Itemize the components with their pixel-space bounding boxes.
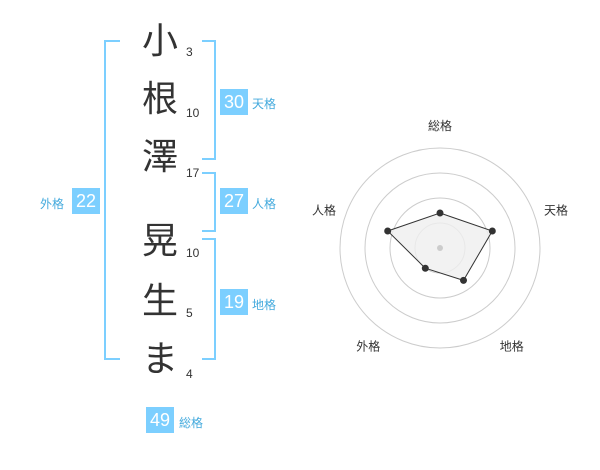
gaikaku-value: 22 — [72, 188, 100, 214]
radar-axis-label-5: 人格 — [312, 202, 336, 217]
soukaku-label: 総格 — [179, 416, 204, 430]
jinkaku-bracket — [202, 172, 216, 232]
chikaku-bracket — [202, 238, 216, 360]
gaikaku-bracket — [104, 40, 120, 360]
radar-ring-3 — [364, 172, 516, 324]
radar-ring-2 — [389, 197, 491, 299]
stroke-count-4: 10 — [186, 246, 200, 260]
radar-point-1 — [436, 209, 444, 217]
radar-ring-4 — [339, 147, 541, 349]
radar-point-2 — [488, 227, 496, 235]
name-char-3: 澤 — [141, 137, 178, 178]
jinkaku-value: 27 — [220, 188, 248, 214]
radar-point-3 — [460, 276, 468, 284]
soukaku-value: 49 — [146, 407, 174, 433]
name-char-1: 小 — [141, 21, 178, 62]
radar-axis-label-3: 地格 — [500, 339, 524, 354]
tenkaku-bracket — [202, 40, 216, 160]
jinkaku-label: 人格 — [252, 197, 277, 211]
radar-axis-label-2: 天格 — [544, 202, 568, 217]
chikaku-value: 19 — [220, 289, 248, 315]
stroke-count-6: 4 — [186, 367, 193, 381]
radar-point-4 — [421, 264, 429, 272]
tenkaku-value: 30 — [220, 89, 248, 115]
chikaku-label: 地格 — [252, 298, 277, 312]
name-char-4: 晃 — [141, 221, 178, 262]
radar-axis-label-1: 総格 — [428, 118, 452, 133]
name-char-2: 根 — [141, 79, 178, 120]
stroke-count-1: 3 — [186, 45, 193, 59]
name-char-6: ま — [141, 339, 178, 380]
radar-axis-label-4: 外格 — [356, 339, 380, 354]
radar-point-5 — [384, 227, 392, 235]
name-char-5: 生 — [141, 281, 178, 322]
stroke-count-2: 10 — [186, 106, 200, 120]
tenkaku-label: 天格 — [252, 97, 277, 111]
radar-points — [384, 209, 496, 284]
gaikaku-label: 外格 — [40, 197, 65, 211]
stroke-count-5: 5 — [186, 306, 193, 320]
stroke-count-3: 17 — [186, 166, 200, 180]
radar-center — [437, 245, 443, 251]
